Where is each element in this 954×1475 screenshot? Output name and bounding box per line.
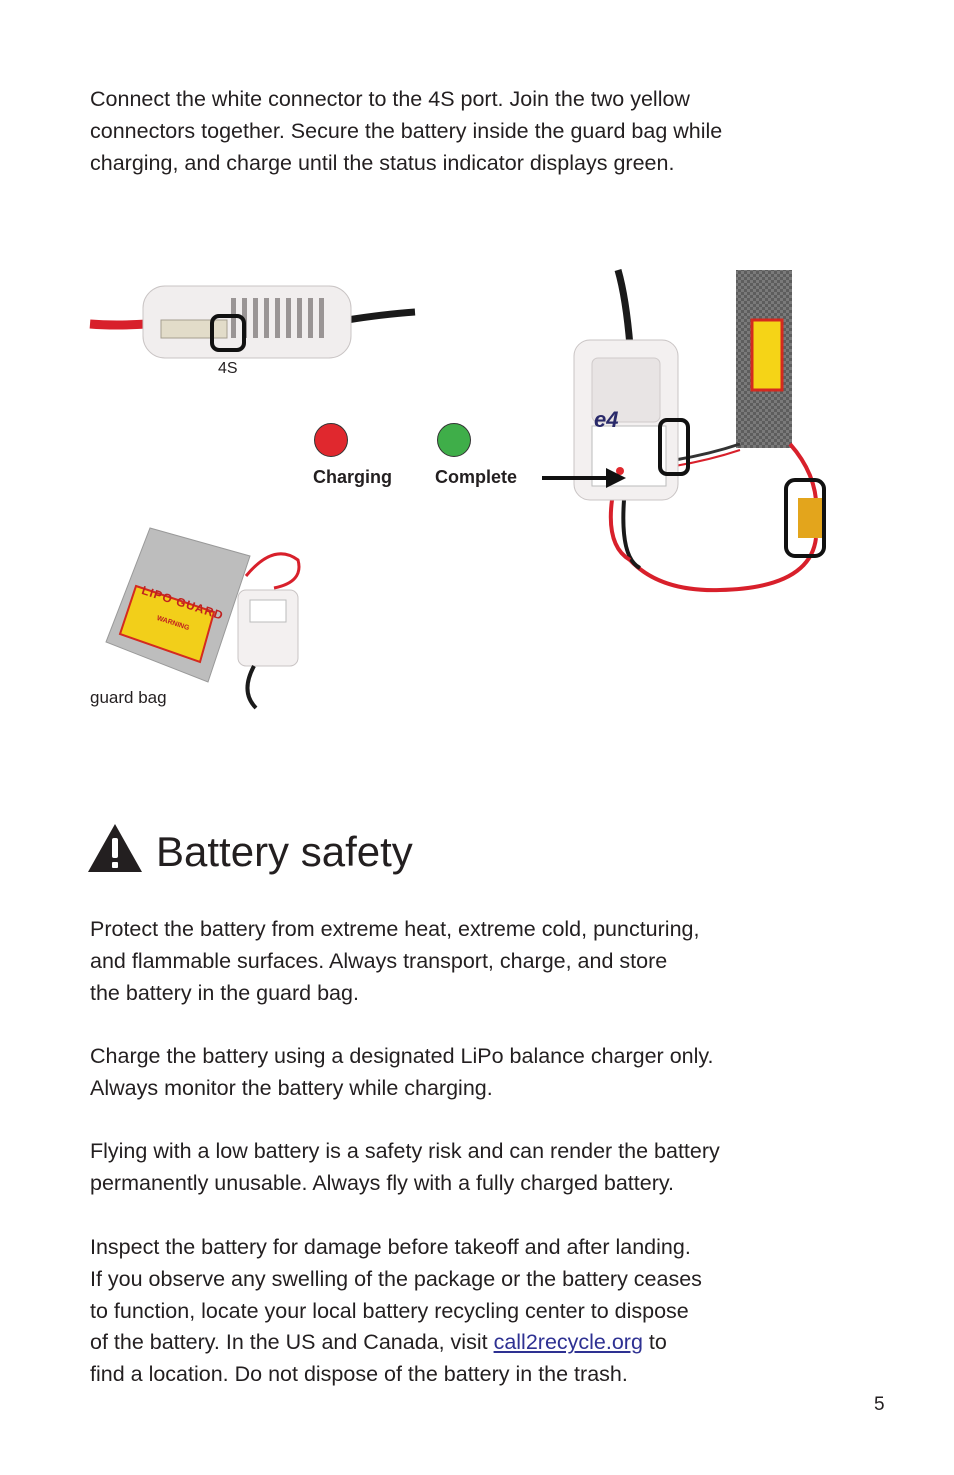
safety-line: to function, locate your local battery r… [90,1298,689,1323]
safety-line: If you observe any swelling of the packa… [90,1266,702,1291]
yellow-connector-highlight [784,478,826,558]
safety-line: Inspect the battery for damage before ta… [90,1235,691,1259]
safety-line: Charge the battery using a designated Li… [90,1044,714,1068]
pointer-arrow-icon [542,468,626,488]
guard-bag-caption: guard bag [90,688,167,707]
complete-label: Complete [435,467,518,487]
warning-triangle-icon [88,824,142,872]
page-number: 5 [874,1394,885,1415]
charger-brand-label: e4 [594,407,619,432]
charging-label: Charging [313,467,392,487]
recycle-link[interactable]: call2recycle.org [493,1330,643,1355]
safety-line: Always monitor the battery while chargin… [90,1075,493,1100]
balance-port-highlight [658,418,690,476]
safety-line: and flammable surfaces. Always transport… [90,948,668,973]
intro-line: connectors together. Secure the battery … [90,118,723,143]
intro-line: charging, and charge until the status in… [90,150,675,175]
port-highlight [210,314,246,352]
charger-side-photo [89,285,416,359]
intro-paragraph: Connect the white connector to the 4S po… [90,84,820,179]
safety-paragraph-4: Inspect the battery for damage before ta… [90,1232,820,1391]
safety-line: Protect the battery from extreme heat, e… [90,917,700,941]
port-caption: 4S [218,360,238,377]
safety-line-text: to [642,1330,667,1355]
safety-paragraph-1: Protect the battery from extreme heat, e… [90,914,820,1009]
charging-indicator [314,423,348,457]
intro-line: Connect the white connector to the 4S po… [90,87,690,111]
safety-line: Flying with a low battery is a safety ri… [90,1139,720,1163]
section-title: Battery safety [156,828,413,875]
safety-paragraph-3: Flying with a low battery is a safety ri… [90,1136,820,1200]
safety-line: the battery in the guard bag. [90,980,359,1005]
safety-paragraph-2: Charge the battery using a designated Li… [90,1041,820,1105]
charger-battery-photo [573,269,826,593]
safety-line: permanently unusable. Always fly with a … [90,1170,674,1195]
guard-bag-photo [105,527,301,710]
safety-line: find a location. Do not dispose of the b… [90,1362,628,1387]
safety-line-with-link: of the battery. In the US and Canada, vi… [90,1327,820,1359]
safety-line-text: of the battery. In the US and Canada, vi… [90,1330,494,1355]
complete-indicator [437,423,471,457]
